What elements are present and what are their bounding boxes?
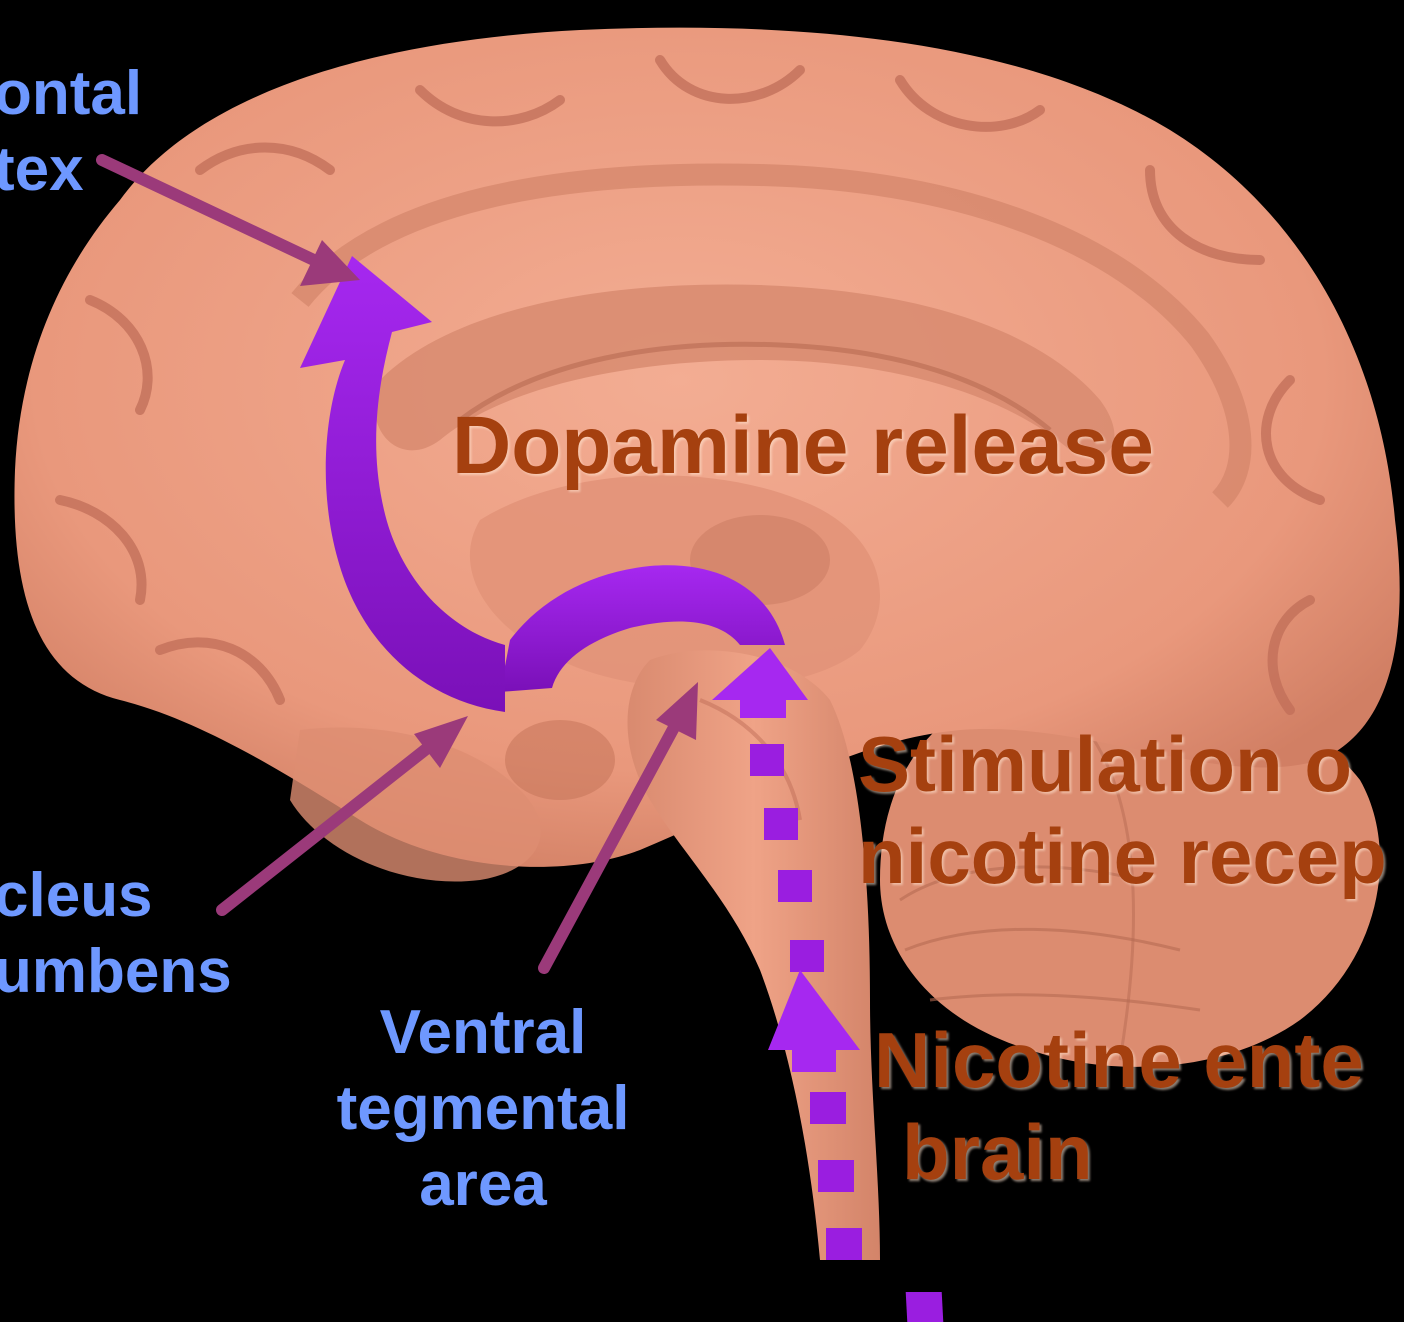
- vta-label-line-2: tegmental: [318, 1071, 648, 1147]
- stimulation-label-line-1: Stimulation o: [858, 718, 1387, 810]
- nicotine-enters-label-line-1: Nicotine ente: [874, 1014, 1364, 1106]
- dopamine-release-label: Dopamine release: [452, 400, 1154, 492]
- prefrontal-cortex-label-line-1: ontal: [0, 56, 142, 132]
- ventral-tegmental-area-label: Ventral tegmental area: [318, 995, 648, 1223]
- nicotine-enters-label-line-2: brain: [874, 1106, 1364, 1198]
- prefrontal-cortex-label-line-2: tex: [0, 132, 142, 208]
- prefrontal-cortex-label: ontal tex: [0, 56, 142, 208]
- vta-label-line-1: Ventral: [318, 995, 648, 1071]
- vta-label-line-3: area: [318, 1147, 648, 1223]
- nucleus-accumbens-label: cleus umbens: [0, 858, 232, 1010]
- stimulation-of-receptors-label: Stimulation o nicotine recep: [858, 718, 1387, 902]
- nucleus-accumbens-label-line-1: cleus: [0, 858, 232, 934]
- nicotine-enters-brain-label: Nicotine ente brain: [874, 1014, 1364, 1198]
- nucleus-accumbens-label-line-2: umbens: [0, 934, 232, 1010]
- stimulation-label-line-2: nicotine recep: [858, 810, 1387, 902]
